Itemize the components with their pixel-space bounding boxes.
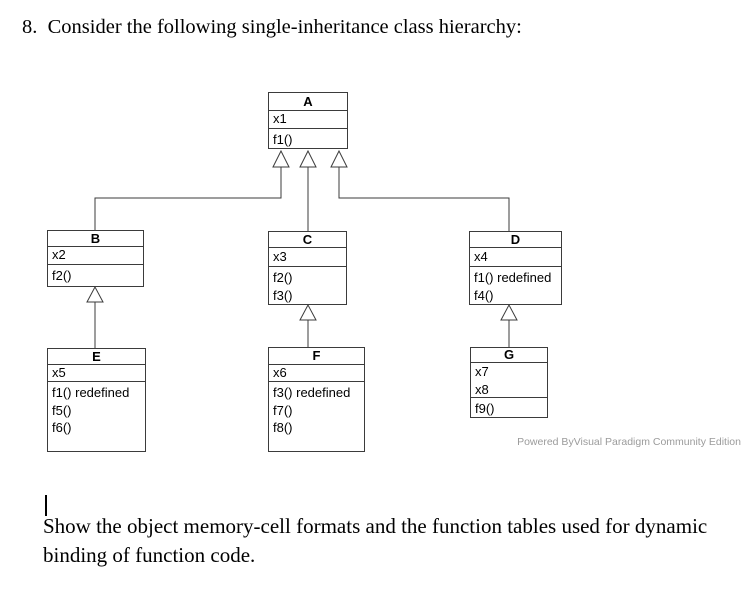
question-instructions: Show the object memory-cell formats and …: [43, 514, 708, 567]
class-f-attributes: x6: [269, 365, 364, 382]
class-a-attributes: x1: [269, 111, 347, 129]
edge-D-A-line: [338, 167, 510, 232]
class-box-g: G x7 x8 f9(): [470, 347, 548, 418]
class-e-methods: f1() redefined f5() f6(): [52, 385, 130, 435]
edge-B-A-line: [94, 167, 282, 231]
edge-G-D: [500, 303, 518, 348]
class-f-name: F: [269, 348, 364, 365]
edge-F-C-arrowhead: [299, 303, 317, 321]
edge-C-A-arrowhead: [299, 149, 317, 168]
edge-G-D-arrowhead: [500, 303, 518, 321]
class-box-a: A x1 f1(): [268, 92, 348, 149]
edge-D-A: [330, 149, 510, 232]
edge-C-A: [299, 149, 317, 232]
class-b-attributes: x2: [48, 247, 143, 265]
class-d-name: D: [470, 232, 561, 248]
class-box-b: B x2 f2(): [47, 230, 144, 287]
edge-E-B: [86, 285, 104, 349]
class-d-attributes: x4: [470, 248, 561, 267]
class-box-c: C x3 f2() f3(): [268, 231, 347, 305]
class-c-attributes: x3: [269, 248, 346, 267]
class-a-methods: f1(): [273, 132, 293, 147]
class-c-name: C: [269, 232, 346, 248]
edge-F-C: [299, 303, 317, 348]
class-box-f: F x6 f3() redefined f7() f8(): [268, 347, 365, 452]
edge-B-A-arrowhead: [272, 149, 290, 168]
edge-B-A: [94, 149, 290, 231]
class-b-name: B: [48, 231, 143, 247]
class-b-methods: f2(): [52, 268, 72, 283]
edge-E-B-arrowhead: [86, 285, 104, 303]
class-e-name: E: [48, 349, 145, 365]
class-g-attributes: x7 x8: [471, 363, 547, 398]
class-box-d: D x4 f1() redefined f4(): [469, 231, 562, 305]
class-g-name: G: [471, 348, 547, 363]
class-e-attributes: x5: [48, 365, 145, 382]
visual-paradigm-watermark: Powered ByVisual Paradigm Community Edit…: [517, 436, 741, 448]
class-box-e: E x5 f1() redefined f5() f6(): [47, 348, 146, 452]
question-heading: 8. Consider the following single-inherit…: [22, 16, 522, 38]
class-g-methods: f9(): [475, 401, 495, 416]
class-c-methods: f2() f3(): [273, 270, 293, 303]
text-cursor: [45, 495, 47, 516]
edge-D-A-arrowhead: [330, 149, 348, 168]
class-f-methods: f3() redefined f7() f8(): [273, 385, 351, 435]
class-a-name: A: [269, 93, 347, 111]
class-d-methods: f1() redefined f4(): [474, 270, 552, 303]
